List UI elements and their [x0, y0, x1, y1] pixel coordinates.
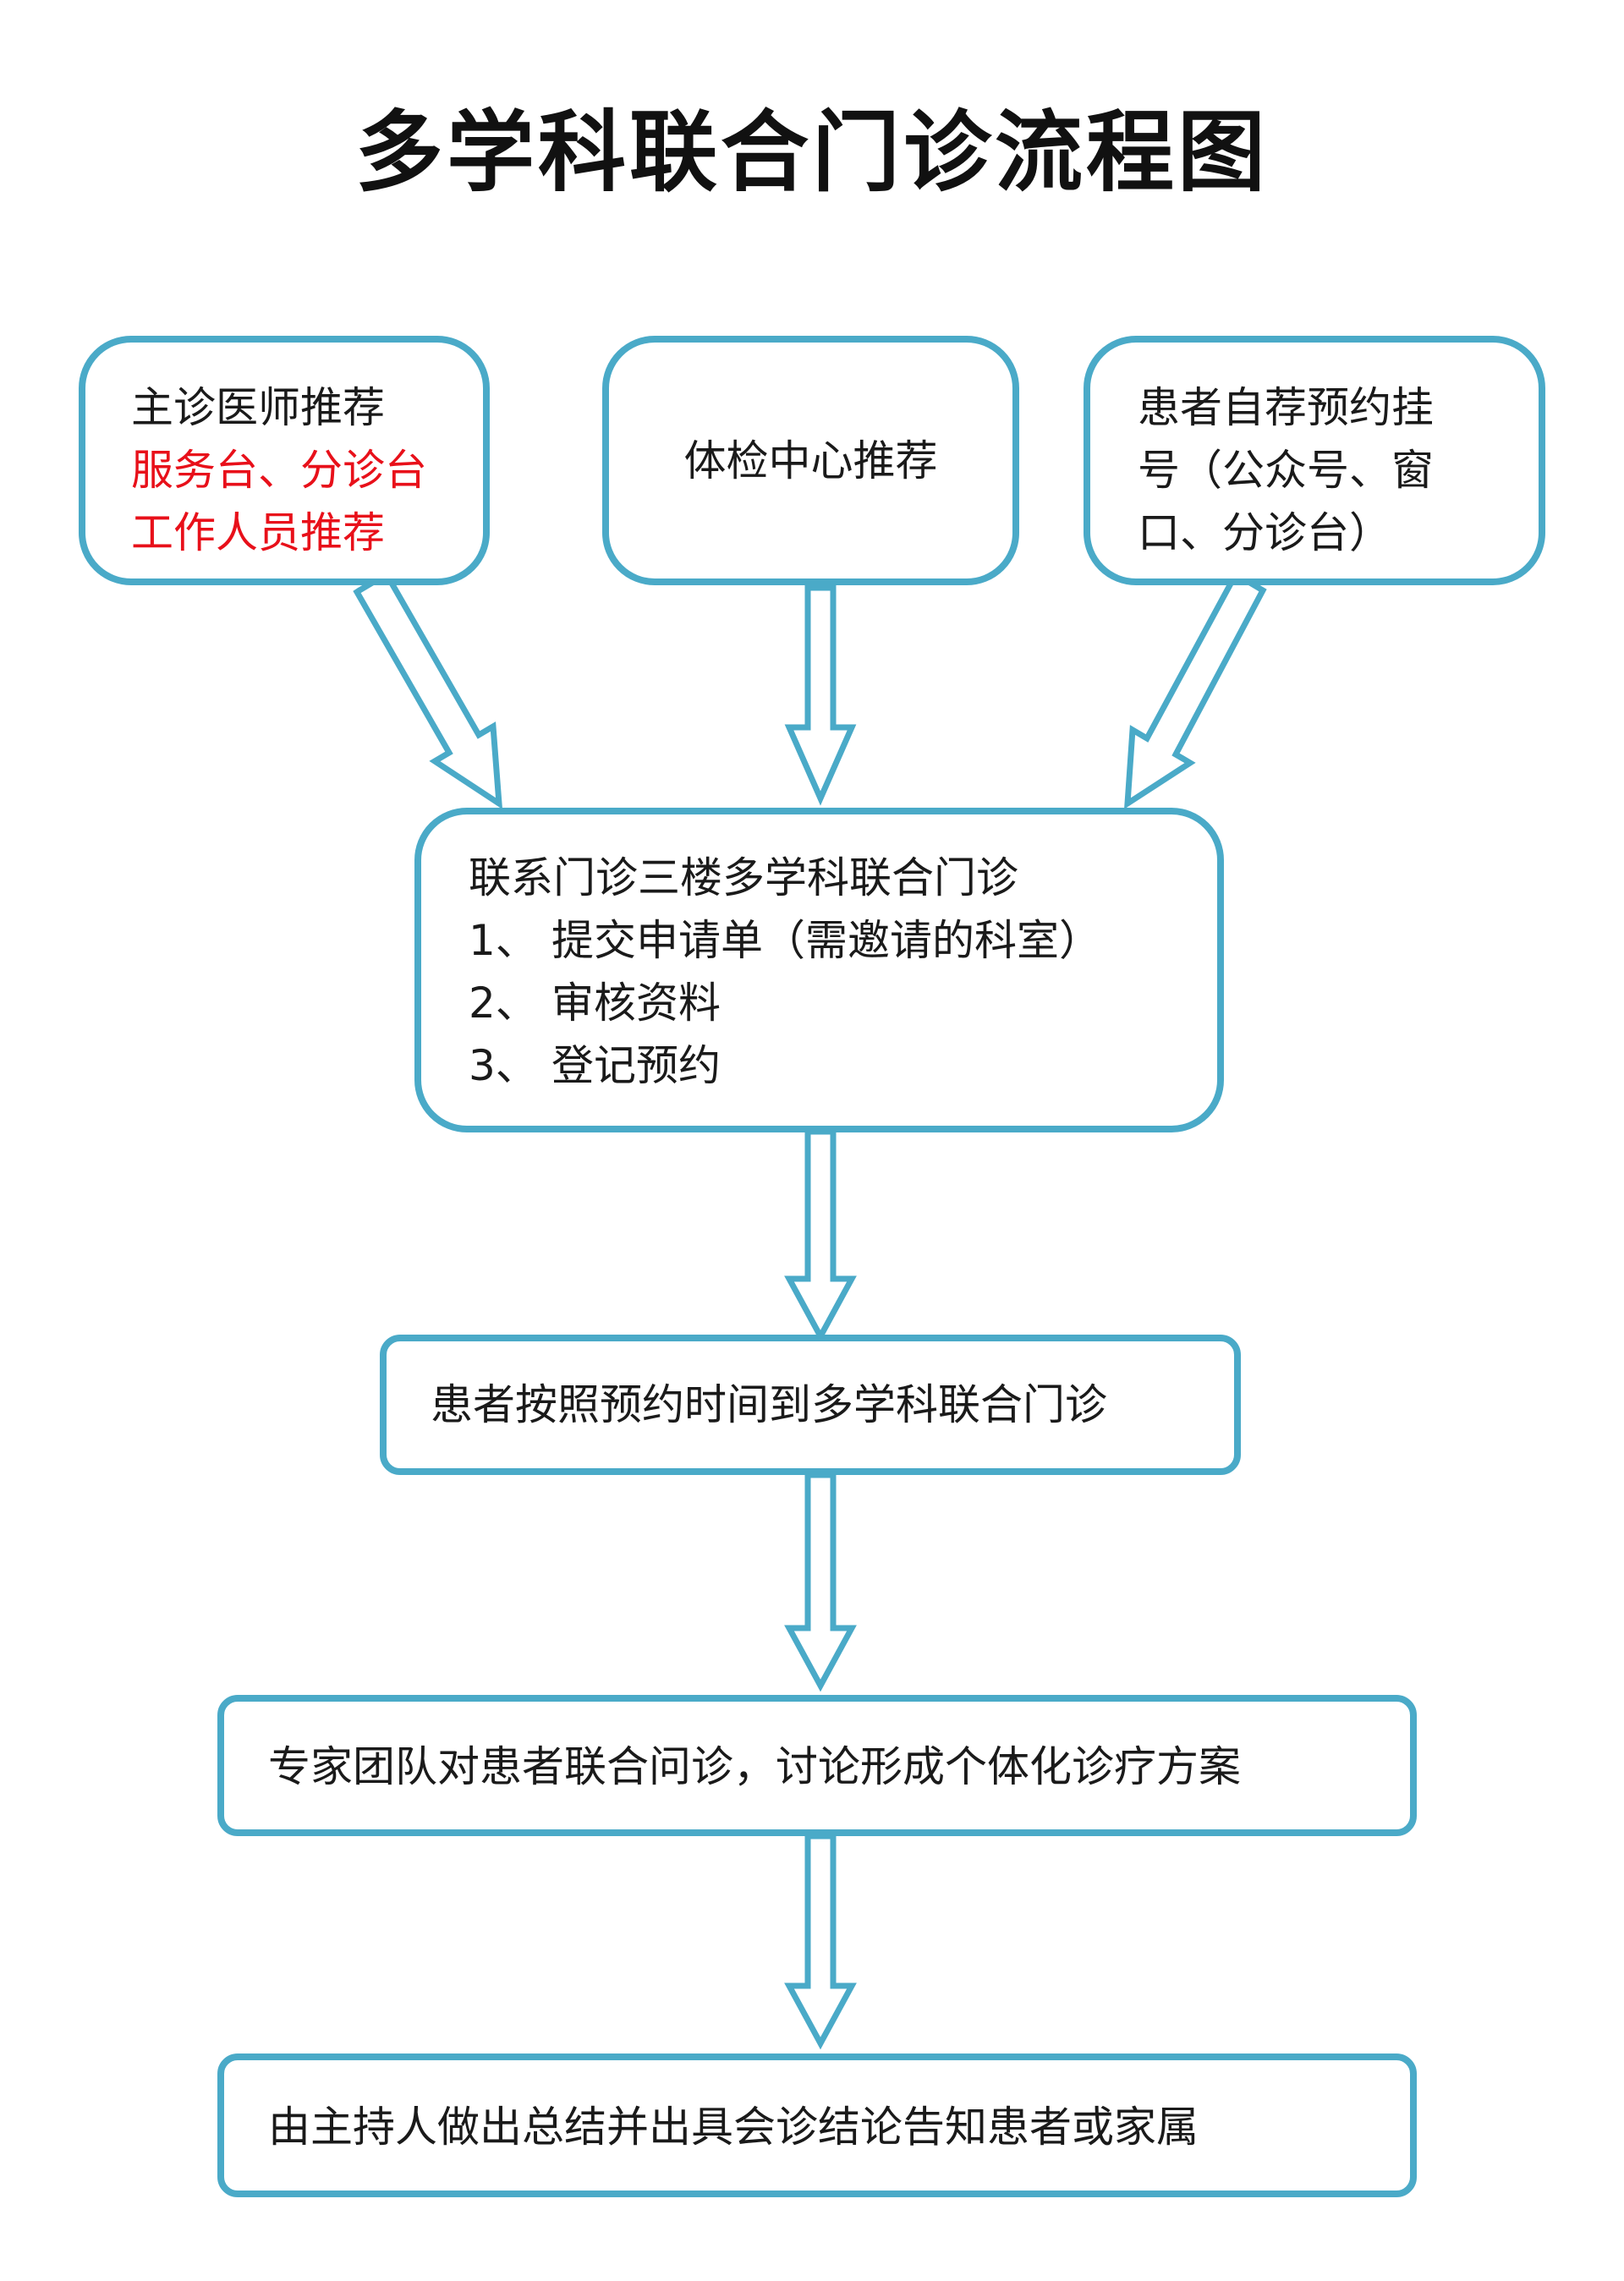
- page-title: 多学科联合门诊流程图: [354, 100, 1269, 204]
- arrow-source2-to-contact: [784, 584, 857, 806]
- contact-heading: 联系门诊三楼多学科联合门诊: [469, 853, 1018, 902]
- source-highlight-line: 服务台、分诊台: [131, 446, 427, 495]
- contact-step: 2、审核资料: [469, 972, 1217, 1034]
- source-highlight-line: 工作人员推荐: [131, 508, 385, 557]
- arrive-box: 患者按照预约时间到多学科联合门诊: [380, 1335, 1241, 1475]
- contact-box: 联系门诊三楼多学科联合门诊 1、提交申请单（需邀请的科室） 2、审核资料 3、登…: [414, 808, 1224, 1132]
- contact-step: 1、提交申请单（需邀请的科室）: [469, 909, 1217, 972]
- conclude-box: 由主持人做出总结并出具会诊结论告知患者或家属: [217, 2053, 1417, 2197]
- step-number: 3、: [469, 1041, 538, 1090]
- consult-text: 专家团队对患者联合问诊，讨论形成个体化诊疗方案: [268, 1742, 1241, 1791]
- arrow-source3-to-contact: [1124, 570, 1267, 809]
- step-text: 登记预约: [551, 1041, 721, 1090]
- source-box-checkup: 体检中心推荐: [602, 336, 1019, 585]
- source-line: 患者自荐预约挂: [1138, 383, 1434, 432]
- step-number: 2、: [469, 979, 538, 1028]
- step-text: 提交申请单（需邀请的科室）: [551, 916, 1101, 965]
- source-line: 口、分诊台）: [1138, 508, 1391, 557]
- arrive-text: 患者按照预约时间到多学科联合门诊: [431, 1380, 1107, 1429]
- source-line: 主诊医师推荐: [131, 383, 385, 432]
- arrow-arrive-to-consult: [784, 1472, 857, 1692]
- source-box-self: 患者自荐预约挂 号（公众号、窗 口、分诊台）: [1084, 336, 1545, 585]
- consult-box: 专家团队对患者联合问诊，讨论形成个体化诊疗方案: [217, 1695, 1417, 1836]
- arrow-consult-to-conclude: [784, 1833, 857, 2050]
- arrow-contact-to-arrive: [784, 1128, 857, 1343]
- source-line: 号（公众号、窗: [1138, 446, 1434, 495]
- arrow-source1-to-contact: [353, 570, 503, 809]
- contact-step: 3、登记预约: [469, 1034, 1217, 1097]
- step-text: 审核资料: [551, 979, 721, 1028]
- source-line: 体检中心推荐: [683, 436, 938, 485]
- conclude-text: 由主持人做出总结并出具会诊结论告知患者或家属: [268, 2103, 1199, 2152]
- source-box-doctor: 主诊医师推荐 服务台、分诊台 工作人员推荐: [79, 336, 490, 585]
- step-number: 1、: [469, 916, 538, 965]
